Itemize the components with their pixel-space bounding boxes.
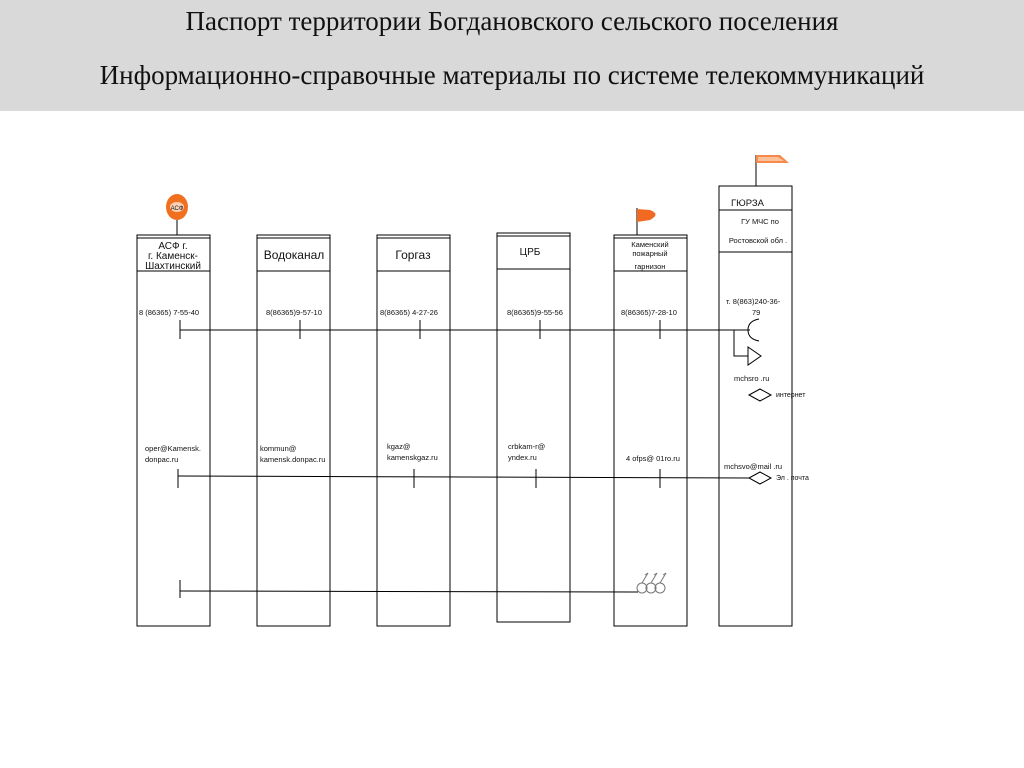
email-asf: oper@Kamensk. [145,444,201,453]
page-title: Паспорт территории Богдановского сельско… [185,6,839,36]
email-line [177,475,751,479]
asf-badge-icon: АСФ [166,194,188,235]
column-vodokanal [256,234,331,627]
pennant-icon [755,155,789,186]
svg-text:yndex.ru: yndex.ru [508,453,537,462]
phone-gyurza: т. 8(863)240-36- [726,297,781,306]
svg-text:Шахтинский: Шахтинский [145,261,201,272]
header-box-crb [496,235,571,270]
unit-name-asf: АСФ г. [158,241,187,252]
unit-name-gyurza: ГЮРЗА [731,198,765,209]
email-crb: crbkam-r@ [508,442,545,451]
email-vodokanal: kommun@ [260,444,296,453]
column-fire [613,234,688,627]
header-band: Паспорт территории Богдановского сельско… [0,0,1024,111]
header-box-vodokanal [256,237,331,272]
internet-diamond-icon [747,388,773,402]
column-asf [136,234,211,627]
phone-receiver-icon [747,318,760,342]
svg-text:79: 79 [752,308,760,317]
phone-gorgaz: 8(86365) 4-27-26 [380,308,438,317]
column-crb [496,232,571,623]
flag-icon [636,208,656,235]
column-gorgaz [376,234,451,627]
unit-name-fire: Каменский [631,240,668,249]
svg-text:пожарный: пожарный [632,249,667,258]
unit-name-vodokanal: Водоканал [264,248,325,262]
email-diamond-icon [747,471,773,485]
unit-name-crb: ЦРБ [520,247,541,258]
svg-text:гарнизон: гарнизон [635,262,666,271]
legend-email: Эл . почта [776,475,809,482]
svg-text:г. Каменск-: г. Каменск- [148,251,198,262]
email-gorgaz: kgaz@ [387,442,410,451]
svg-text:АСФ: АСФ [171,206,184,212]
svg-text:kamenskgaz.ru: kamenskgaz.ru [387,453,438,462]
site-gyurza: mchsro .ru [734,374,769,383]
phone-fire: 8(86365)7-28-10 [621,308,677,317]
legend-internet: интернет [776,392,806,399]
svg-text:donpac.ru: donpac.ru [145,455,178,464]
header-box-asf [136,237,211,272]
radio-antenna-icon [636,572,667,594]
phone-asf: 8 (86365) 7-55-40 [139,308,199,317]
phone-crb: 8(86365)9-55-56 [507,308,563,317]
email-gyurza: mchsvo@mail .ru [724,462,782,471]
svg-text:ГУ МЧС по: ГУ МЧС по [741,217,779,226]
header-box-gorgaz [376,237,451,272]
arrow-icon [747,346,762,366]
radio-line [179,590,639,593]
svg-text:Ростовской обл .: Ростовской обл . [729,236,787,245]
phone-vodokanal: 8(86365)9-57-10 [266,308,322,317]
email-fire: 4 ofps@ 01ro.ru [626,454,680,463]
unit-name-gorgaz: Горгаз [395,248,431,262]
header-box-fire [613,237,688,272]
page-subtitle: Информационно-справочные материалы по си… [99,60,925,90]
svg-text:kamensk.donpac.ru: kamensk.donpac.ru [260,455,325,464]
